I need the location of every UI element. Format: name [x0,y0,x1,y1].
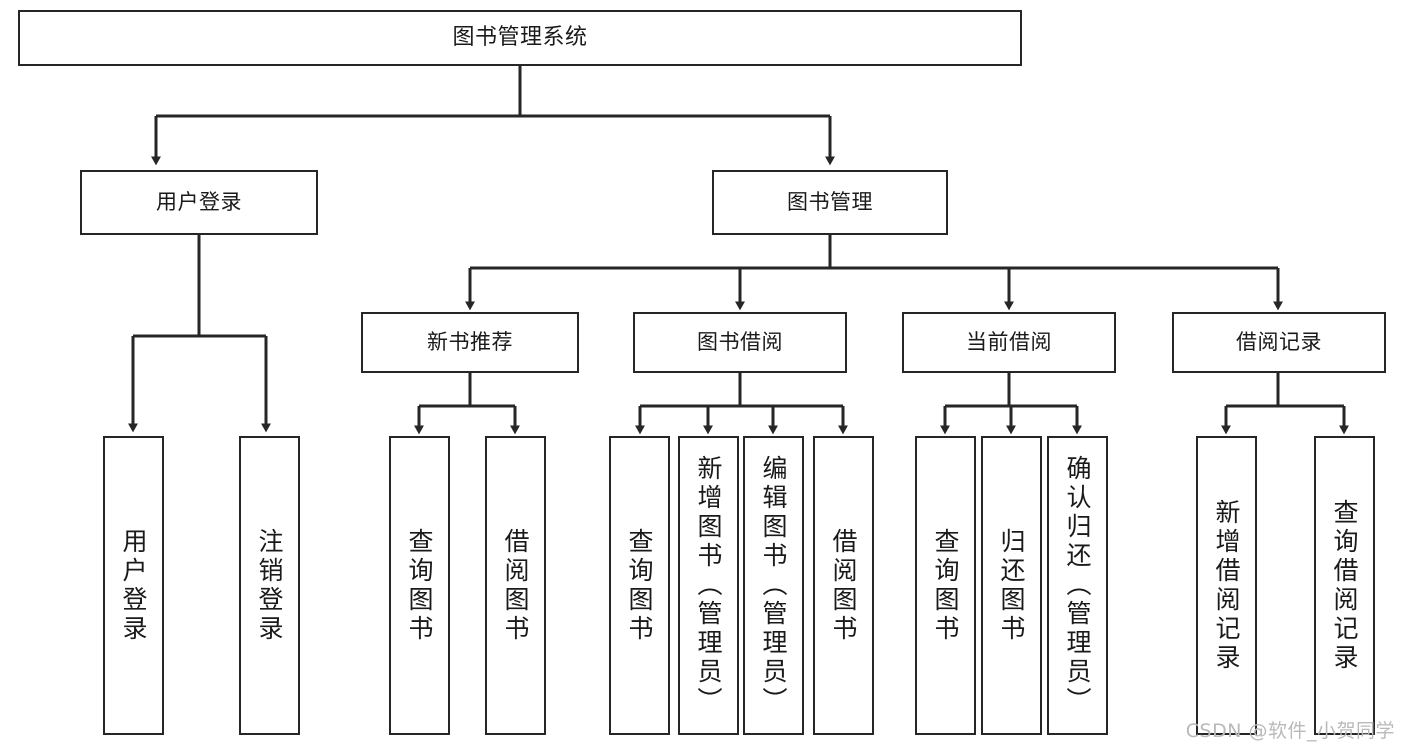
node-label: 查询图书 [405,527,434,644]
node-label: 当前借阅 [966,329,1052,354]
leaf-current-query-book[interactable]: 查询图书 [915,436,976,735]
leaf-recommend-query-book[interactable]: 查询图书 [389,436,450,735]
node-label: 编辑图书（管理员） [759,455,788,716]
node-user-login[interactable]: 用户登录 [80,170,318,235]
node-label: 借阅图书 [501,527,530,644]
node-label: 图书借阅 [697,329,783,354]
leaf-current-confirm-return-admin[interactable]: 确认归还（管理员） [1047,436,1108,735]
leaf-borrow-add-book-admin[interactable]: 新增图书（管理员） [678,436,739,735]
node-root-system[interactable]: 图书管理系统 [18,10,1022,66]
node-label: 新增借阅记录 [1212,498,1241,673]
leaf-borrow-borrow-book[interactable]: 借阅图书 [813,436,874,735]
leaf-current-return-book[interactable]: 归还图书 [981,436,1042,735]
node-label: 注销登录 [255,527,284,644]
node-label: 查询借阅记录 [1330,498,1359,673]
node-new-book-recommend[interactable]: 新书推荐 [361,312,579,373]
node-label: 用户登录 [119,527,148,644]
node-label: 查询图书 [931,527,960,644]
leaf-borrow-query-book[interactable]: 查询图书 [609,436,670,735]
node-label: 新书推荐 [427,329,513,354]
leaf-record-query-record[interactable]: 查询借阅记录 [1314,436,1375,735]
node-current-borrow[interactable]: 当前借阅 [902,312,1116,373]
leaf-user-login-login[interactable]: 用户登录 [103,436,164,735]
node-borrow-record[interactable]: 借阅记录 [1172,312,1386,373]
node-label: 确认归还（管理员） [1063,455,1092,716]
node-label: 借阅记录 [1236,329,1322,354]
leaf-record-add-record[interactable]: 新增借阅记录 [1196,436,1257,735]
node-label: 图书管理 [787,189,873,214]
node-label: 图书管理系统 [452,24,588,50]
leaf-borrow-edit-book-admin[interactable]: 编辑图书（管理员） [743,436,804,735]
node-label: 借阅图书 [829,527,858,644]
node-label: 用户登录 [156,189,242,214]
node-label: 查询图书 [625,527,654,644]
leaf-recommend-borrow-book[interactable]: 借阅图书 [485,436,546,735]
node-book-management[interactable]: 图书管理 [712,170,948,235]
node-label: 归还图书 [997,527,1026,644]
node-label: 新增图书（管理员） [694,455,723,716]
leaf-user-login-logout[interactable]: 注销登录 [239,436,300,735]
node-book-borrow[interactable]: 图书借阅 [633,312,847,373]
csdn-watermark: CSDN @软件_小贺同学 [1185,720,1395,742]
